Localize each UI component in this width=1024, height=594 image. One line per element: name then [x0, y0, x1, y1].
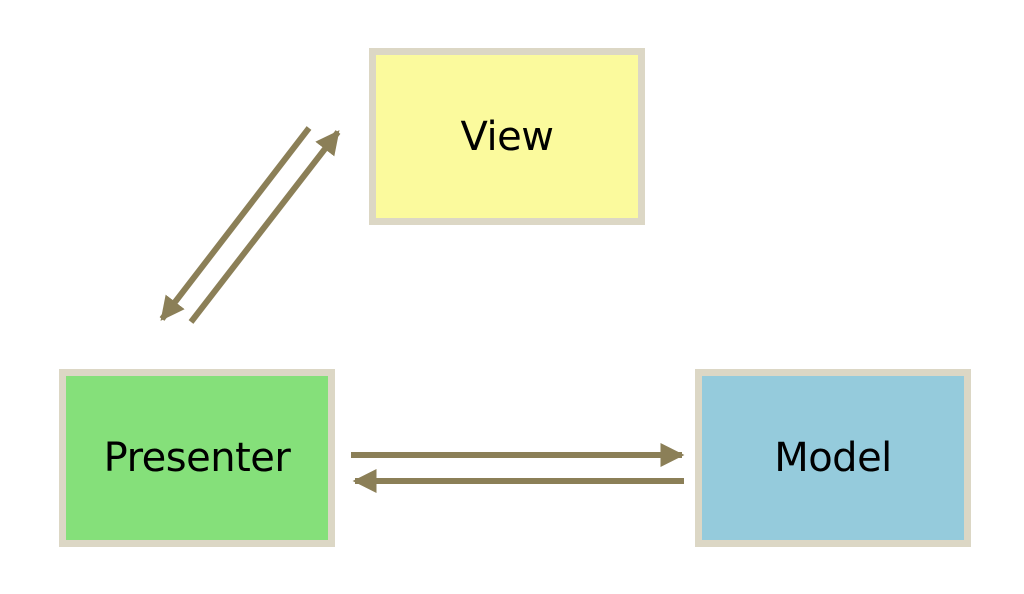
- presenter-label: Presenter: [103, 435, 291, 481]
- presenter-node: Presenter: [59, 369, 335, 547]
- model-label: Model: [774, 435, 892, 481]
- arrow-presenter-to-view: [188, 130, 341, 324]
- view-node: View: [369, 48, 645, 225]
- model-node: Model: [695, 369, 971, 547]
- view-label: View: [460, 113, 554, 160]
- arrow-view-to-presenter: [159, 126, 312, 321]
